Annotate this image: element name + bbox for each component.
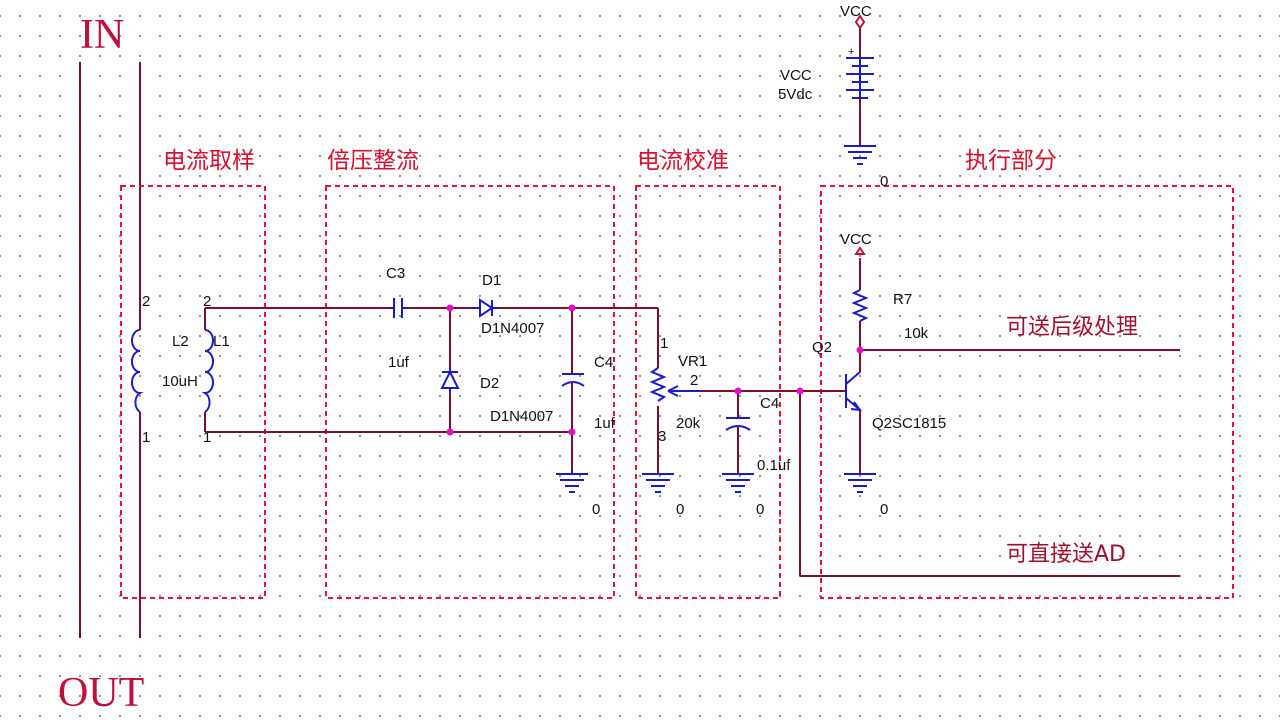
vcc-symbol-r7: [854, 246, 866, 262]
vr1-value: 20k: [676, 415, 701, 432]
l2-label: L2: [172, 333, 189, 350]
junction-dot: [734, 387, 742, 395]
vr1-name: VR1: [678, 353, 707, 370]
output-label-processing: 可送后级处理: [1006, 315, 1138, 340]
inductor-value: 10uH: [162, 373, 198, 390]
c4b-name: C4: [760, 395, 779, 412]
inductor-l1: [201, 329, 214, 413]
block-execution: [820, 185, 1234, 599]
l2-pin2: 2: [142, 293, 150, 310]
junction-dot: [568, 304, 576, 312]
ground-label-1: 0: [592, 501, 600, 518]
svg-text:+: +: [848, 46, 854, 58]
q2-name: Q2: [812, 339, 832, 356]
ground-label-5: 0: [880, 173, 888, 190]
ground-label-3: 0: [756, 501, 764, 518]
block-title-doubler: 倍压整流: [327, 148, 419, 174]
junction-dot: [568, 428, 576, 436]
c3-value: 1uf: [388, 354, 410, 371]
q2-part: Q2SC1815: [872, 415, 946, 432]
vr1-pin2: 2: [690, 372, 698, 389]
l1-pin1: 1: [203, 429, 211, 446]
block-sampling: [120, 185, 266, 599]
ground-q2: [844, 473, 876, 493]
inductor-l2: [131, 329, 144, 413]
d1-part: D1N4007: [481, 320, 544, 337]
c4b-value: 0.1uf: [757, 457, 791, 474]
source-name: VCC: [780, 67, 812, 84]
battery-vcc: [846, 57, 874, 99]
block-title-sampling: 电流取样: [163, 148, 255, 174]
junction-dot: [796, 387, 804, 395]
ground-c4a: [556, 470, 588, 493]
block-title-execution: 执行部分: [965, 148, 1057, 174]
junction-dot: [446, 428, 454, 436]
l1-label: L1: [213, 333, 230, 350]
l1-pin2: 2: [203, 293, 211, 310]
label-in: IN: [80, 12, 124, 58]
vr1-pin3: 3: [658, 428, 666, 445]
ground-label-2: 0: [676, 501, 684, 518]
vcc-label-top: VCC: [840, 3, 872, 20]
d2-name: D2: [480, 375, 499, 392]
vr1-pin1: 1: [660, 335, 668, 352]
c4a-name: C4: [594, 354, 613, 371]
ground-source: [844, 145, 876, 165]
junction-dot: [446, 304, 454, 312]
d1-name: D1: [482, 272, 501, 289]
c4a-value: 1uf: [594, 415, 616, 432]
diode-d1: [472, 298, 498, 318]
junction-dot: [856, 346, 864, 354]
vcc-symbol-top: [854, 14, 866, 30]
ground-c4b: [722, 473, 754, 493]
d2-part: D1N4007: [490, 408, 553, 425]
diode-d2: [440, 368, 460, 394]
transistor-q2: [845, 371, 863, 412]
resistor-r7: [851, 289, 869, 322]
l2-pin1: 1: [142, 429, 150, 446]
ground-vr1: [642, 473, 674, 493]
ground-label-4: 0: [880, 501, 888, 518]
label-out: OUT: [58, 670, 144, 716]
block-calibration: [635, 185, 781, 599]
r7-name: R7: [893, 291, 912, 308]
source-value: 5Vdc: [778, 86, 813, 103]
potentiometer-vr1: [649, 367, 667, 402]
vr1-wiper: [667, 385, 700, 397]
block-title-calibration: 电流校准: [637, 148, 729, 174]
r7-value: 10k: [904, 325, 929, 342]
vcc-label-r7: VCC: [840, 231, 872, 248]
output-label-ad: 可直接送AD: [1006, 542, 1126, 567]
c3-name: C3: [386, 265, 405, 282]
block-doubler: [325, 185, 615, 599]
